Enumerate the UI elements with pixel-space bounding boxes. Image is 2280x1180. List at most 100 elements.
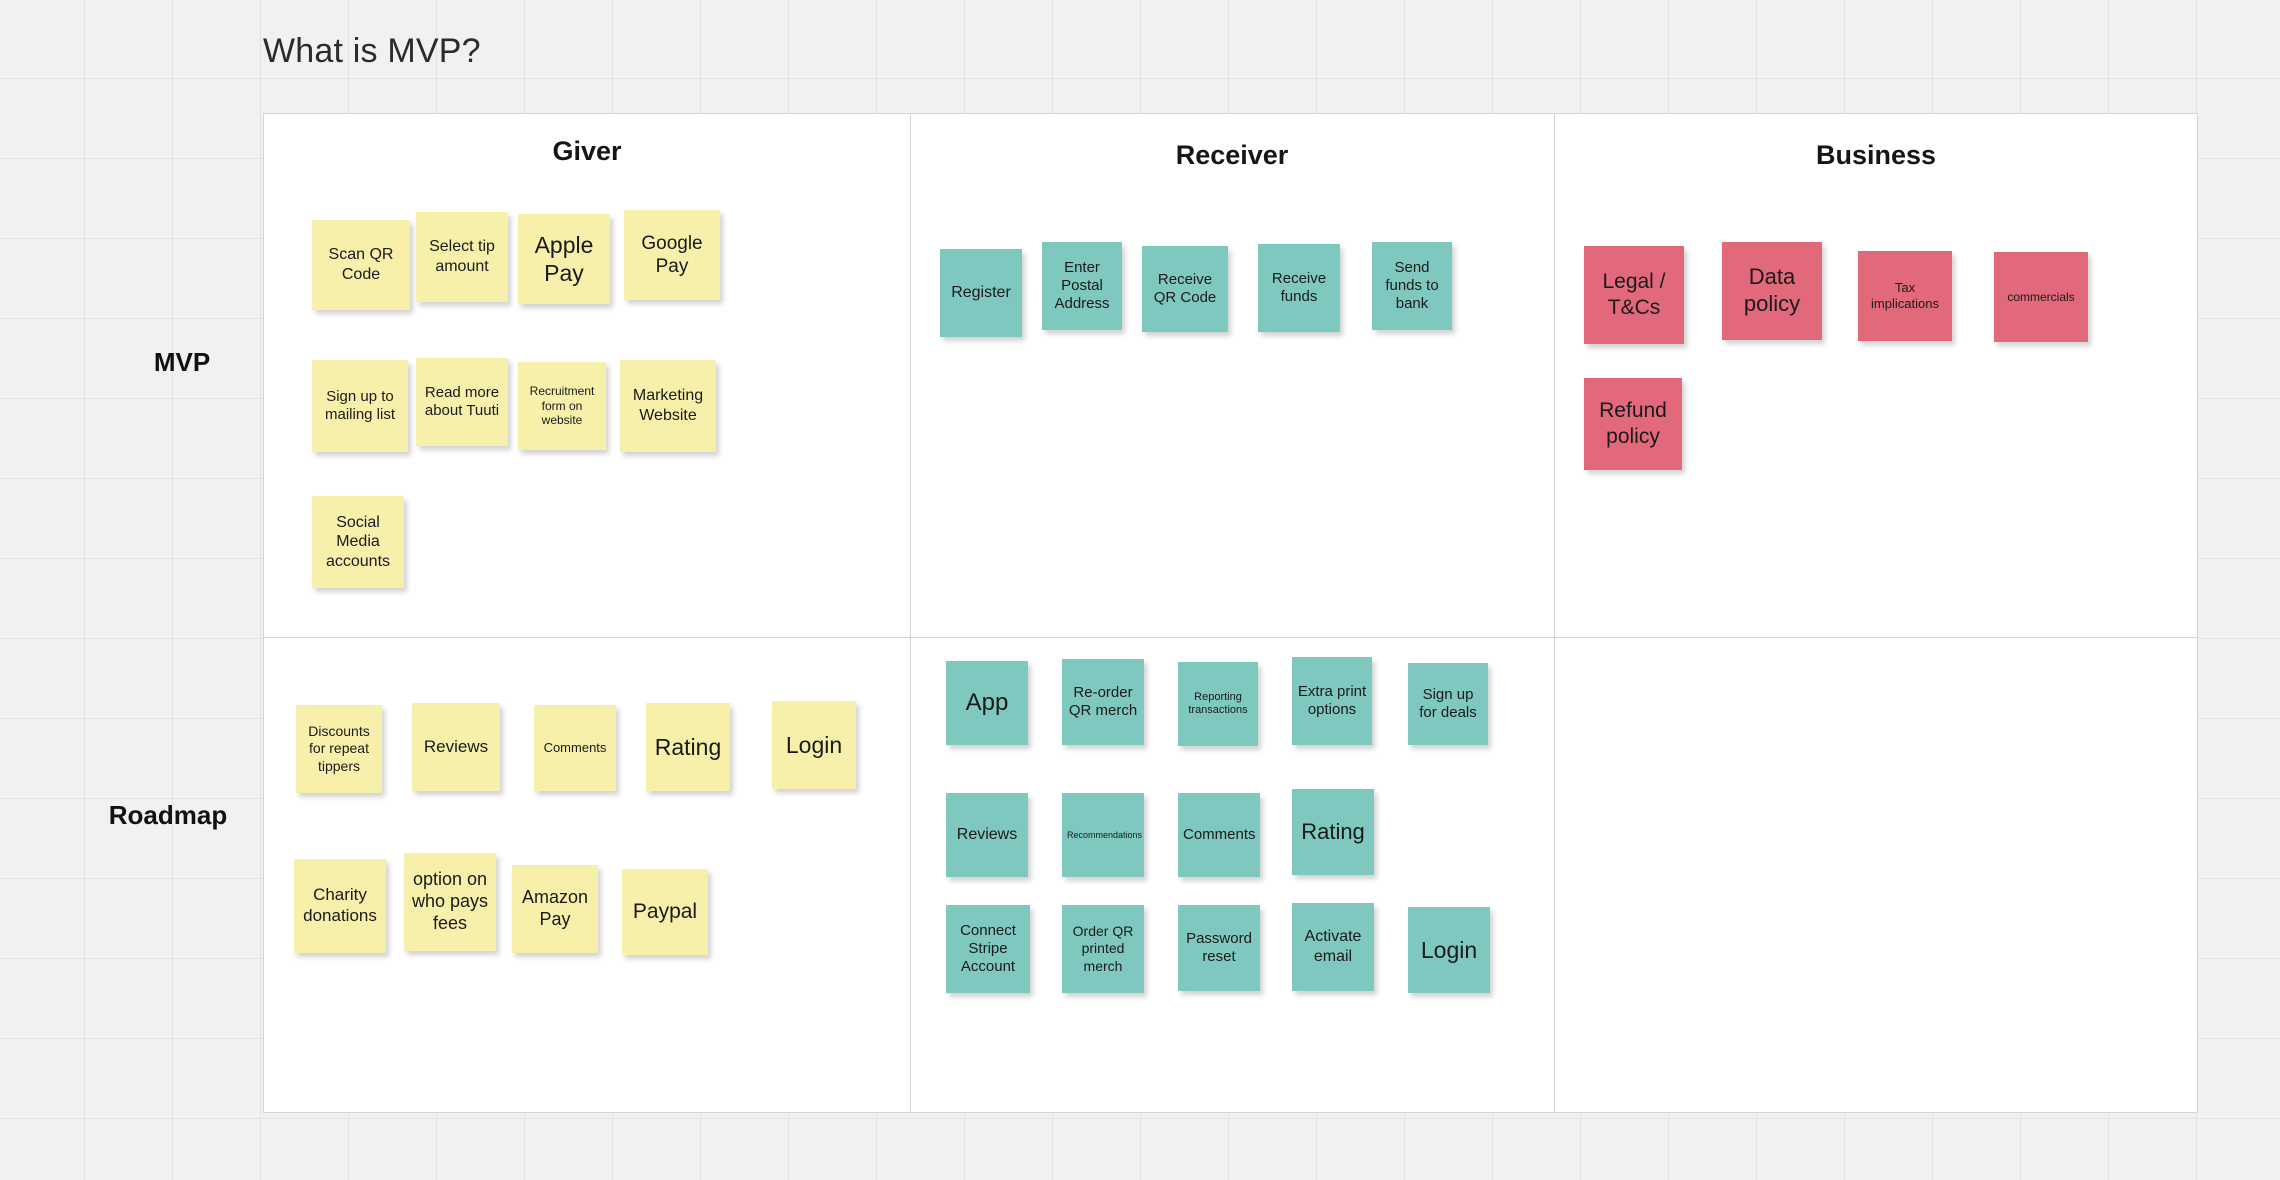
sticky-note-label: Enter Postal Address bbox=[1054, 258, 1110, 313]
sticky-note[interactable]: Reviews bbox=[412, 703, 500, 791]
sticky-note-label: Comments bbox=[543, 740, 607, 756]
sticky-note-label: Login bbox=[785, 731, 843, 758]
cell-roadmap-receiver: App Re-order QR merch Reporting transactio… bbox=[910, 637, 1554, 1113]
sticky-note[interactable]: Discounts for repeat tippers bbox=[296, 705, 382, 793]
sticky-note-label: Re-order QR merch bbox=[1068, 683, 1138, 719]
column-title-giver: Giver bbox=[552, 136, 622, 166]
sticky-note[interactable]: Comments bbox=[534, 705, 616, 791]
sticky-note-label: Register bbox=[951, 284, 1011, 302]
row-label-roadmap: Roadmap bbox=[108, 800, 228, 830]
sticky-note[interactable]: Data policy bbox=[1722, 242, 1822, 340]
sticky-note[interactable]: Tax implications bbox=[1858, 251, 1952, 341]
sticky-note-label: Comments bbox=[1183, 825, 1256, 843]
sticky-note-label: Data policy bbox=[1743, 264, 1801, 316]
cell-mvp-receiver: Register Enter Postal Address Receive QR C… bbox=[910, 114, 1554, 637]
sticky-note[interactable]: Send funds to bank bbox=[1372, 242, 1452, 330]
sticky-note-label: Legal / T&Cs bbox=[1602, 270, 1666, 319]
cell-roadmap-giver: Discounts for repeat tippers Reviews Comme… bbox=[264, 637, 910, 1113]
column-title-business: Business bbox=[1815, 140, 1937, 170]
sticky-note[interactable]: Sign up for deals bbox=[1408, 663, 1488, 745]
sticky-note[interactable]: Rating bbox=[1292, 789, 1374, 875]
sticky-note[interactable]: Connect Stripe Account bbox=[946, 905, 1030, 993]
sticky-note-label: Send funds to bank bbox=[1385, 258, 1439, 313]
cell-mvp-business: Legal / T&Cs Data policy Tax implications c… bbox=[1554, 114, 2198, 637]
sticky-note-label: Select tip amount bbox=[429, 238, 495, 275]
sticky-note-label: Sign up for deals bbox=[1419, 685, 1477, 721]
sticky-note[interactable]: App bbox=[946, 661, 1028, 745]
sticky-note-label: Extra print options bbox=[1297, 682, 1367, 718]
sticky-note[interactable]: Extra print options bbox=[1292, 657, 1372, 745]
sticky-note[interactable]: Marketing Website bbox=[620, 360, 716, 452]
sticky-note-label: Receive funds bbox=[1271, 269, 1327, 305]
sticky-note[interactable]: commercials bbox=[1994, 252, 2088, 342]
sticky-note[interactable]: option on who pays fees bbox=[404, 853, 496, 951]
sticky-note-label: Discounts for repeat tippers bbox=[308, 723, 370, 774]
sticky-note[interactable]: Re-order QR merch bbox=[1062, 659, 1144, 745]
sticky-note[interactable]: Scan QR Code bbox=[312, 220, 410, 310]
sticky-note[interactable]: Select tip amount bbox=[416, 212, 508, 302]
sticky-note[interactable]: Rating bbox=[646, 703, 730, 791]
row-label-mvp: MVP bbox=[153, 347, 211, 377]
mvp-matrix: Giver Receiver Business Scan QR Code Sele… bbox=[263, 113, 2198, 1113]
sticky-note[interactable]: Paypal bbox=[622, 869, 708, 955]
sticky-note-label: Rating bbox=[654, 733, 722, 760]
sticky-note-label: Reporting transactions bbox=[1188, 690, 1248, 716]
sticky-note-label: Activate email bbox=[1304, 928, 1362, 965]
sticky-note[interactable]: Charity donations bbox=[294, 859, 386, 953]
sticky-note[interactable]: Comments bbox=[1178, 793, 1260, 877]
sticky-note-label: Google Pay bbox=[641, 232, 703, 277]
sticky-note-label: Scan QR Code bbox=[328, 246, 394, 283]
sticky-note[interactable]: Order QR printed merch bbox=[1062, 905, 1144, 993]
sticky-note[interactable]: Recruitment form on website bbox=[518, 362, 606, 450]
sticky-note[interactable]: Refund policy bbox=[1584, 378, 1682, 470]
sticky-note-label: Read more about Tuuti bbox=[424, 383, 500, 419]
page-title: What is MVP? bbox=[263, 32, 481, 70]
sticky-note[interactable]: Amazon Pay bbox=[512, 865, 598, 953]
sticky-note-label: Recruitment form on website bbox=[529, 384, 595, 428]
sticky-note[interactable]: Password reset bbox=[1178, 905, 1260, 991]
sticky-note[interactable]: Register bbox=[940, 249, 1022, 337]
sticky-note-label: option on who pays fees bbox=[411, 869, 489, 933]
sticky-note-label: Reviews bbox=[423, 736, 489, 756]
sticky-note-label: Apple Pay bbox=[534, 231, 594, 286]
sticky-note-label: Amazon Pay bbox=[521, 887, 589, 929]
sticky-note[interactable]: Reporting transactions bbox=[1178, 662, 1258, 746]
cell-roadmap-business bbox=[1554, 637, 2198, 1113]
sticky-note-label: Rating bbox=[1301, 818, 1365, 844]
sticky-note-label: Tax implications bbox=[1871, 280, 1939, 311]
sticky-note-label: Order QR printed merch bbox=[1072, 923, 1134, 974]
column-divider-2 bbox=[1554, 114, 1555, 1112]
sticky-note-label: Sign up to mailing list bbox=[324, 387, 396, 423]
sticky-note[interactable]: Sign up to mailing list bbox=[312, 360, 408, 452]
column-title-receiver: Receiver bbox=[1175, 140, 1289, 170]
sticky-note-label: Password reset bbox=[1186, 929, 1252, 965]
column-divider-1 bbox=[910, 114, 911, 1112]
sticky-note[interactable]: Read more about Tuuti bbox=[416, 358, 508, 446]
cell-mvp-giver: Scan QR Code Select tip amount Apple Pay Go… bbox=[264, 114, 910, 637]
sticky-note[interactable]: Google Pay bbox=[624, 210, 720, 300]
sticky-note[interactable]: Receive QR Code bbox=[1142, 246, 1228, 332]
sticky-note-label: Charity donations bbox=[303, 885, 377, 925]
sticky-note[interactable]: Login bbox=[1408, 907, 1490, 993]
sticky-note[interactable]: Apple Pay bbox=[518, 214, 610, 304]
sticky-note[interactable]: Recommendations bbox=[1062, 793, 1144, 877]
sticky-note[interactable]: Login bbox=[772, 701, 856, 789]
sticky-note[interactable]: Activate email bbox=[1292, 903, 1374, 991]
sticky-note-label: App bbox=[965, 689, 1009, 717]
sticky-note[interactable]: Legal / T&Cs bbox=[1584, 246, 1684, 344]
sticky-note-label: Paypal bbox=[632, 900, 698, 924]
sticky-note-label: Reviews bbox=[956, 826, 1018, 844]
sticky-note-label: Receive QR Code bbox=[1153, 270, 1217, 306]
sticky-note[interactable]: Receive funds bbox=[1258, 244, 1340, 332]
sticky-note[interactable]: Enter Postal Address bbox=[1042, 242, 1122, 330]
sticky-note-label: Refund policy bbox=[1599, 399, 1667, 448]
sticky-note[interactable]: Social Media accounts bbox=[312, 496, 404, 588]
sticky-note-label: Social Media accounts bbox=[325, 513, 391, 570]
sticky-note-label: Recommendations bbox=[1067, 829, 1143, 840]
sticky-note-label: Marketing Website bbox=[632, 387, 704, 424]
sticky-note-label: commercials bbox=[2007, 289, 2075, 304]
sticky-note[interactable]: Reviews bbox=[946, 793, 1028, 877]
sticky-note-label: Connect Stripe Account bbox=[960, 921, 1016, 976]
sticky-note-label: Login bbox=[1420, 936, 1478, 963]
